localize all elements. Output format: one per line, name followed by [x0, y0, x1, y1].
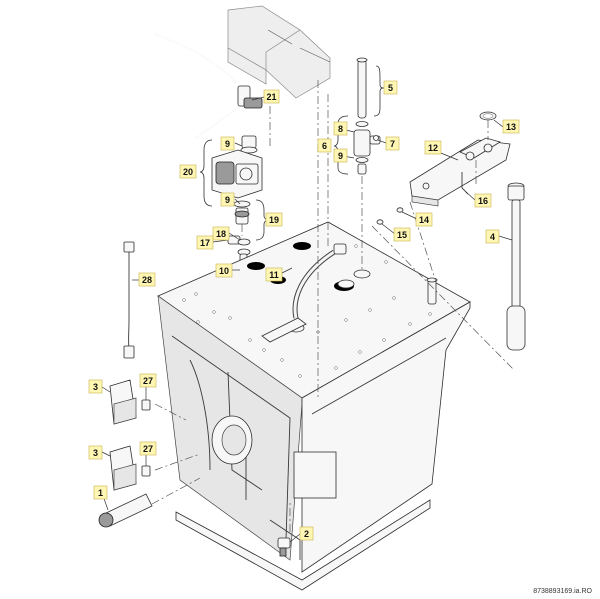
svg-text:12: 12 [428, 143, 438, 153]
svg-text:20: 20 [183, 167, 193, 177]
svg-text:4: 4 [490, 232, 495, 242]
svg-text:10: 10 [219, 266, 229, 276]
svg-text:5: 5 [388, 83, 393, 93]
side-parts [98, 379, 153, 528]
callout-c9a: 9 [333, 148, 348, 163]
svg-text:3: 3 [93, 382, 98, 392]
callout-c9c: 9 [220, 192, 235, 207]
svg-text:27: 27 [143, 376, 153, 386]
callout-c11: 11 [265, 267, 283, 282]
tank-body [157, 221, 471, 591]
svg-text:7: 7 [390, 139, 395, 149]
cable-harness [123, 241, 135, 359]
callout-c12: 12 [424, 140, 442, 155]
probe-rod [506, 182, 526, 351]
sensor-bracket [409, 111, 511, 207]
callout-c13: 13 [502, 119, 520, 134]
svg-text:28: 28 [142, 275, 152, 285]
svg-text:8: 8 [338, 124, 343, 134]
callout-c2: 2 [299, 526, 314, 541]
callout-c14: 14 [415, 212, 433, 227]
svg-text:9: 9 [225, 195, 230, 205]
svg-text:21: 21 [266, 92, 276, 102]
rod-assembly [353, 57, 381, 175]
callout-c1: 1 [93, 485, 108, 500]
svg-text:15: 15 [397, 230, 407, 240]
document-id: 8738893169.ia.RO [533, 588, 592, 595]
callout-c5: 5 [383, 80, 398, 95]
callout-c28: 28 [138, 272, 156, 287]
callout-c3b: 3 [88, 445, 103, 460]
svg-text:9: 9 [225, 139, 230, 149]
callout-c8: 8 [333, 121, 348, 136]
callout-c27a: 27 [139, 373, 157, 388]
svg-text:2: 2 [304, 529, 309, 539]
callout-c4: 4 [485, 229, 500, 244]
callout-c18: 18 [212, 226, 230, 241]
svg-text:14: 14 [419, 215, 429, 225]
callout-c21: 21 [263, 89, 280, 104]
callout-c7: 7 [385, 136, 400, 151]
svg-text:18: 18 [216, 229, 226, 239]
svg-text:13: 13 [506, 122, 516, 132]
svg-text:1: 1 [98, 488, 103, 498]
callout-c17: 17 [196, 235, 214, 250]
svg-text:27: 27 [143, 444, 153, 454]
svg-text:3: 3 [93, 448, 98, 458]
callout-c19: 19 [265, 212, 283, 227]
svg-text:16: 16 [478, 196, 488, 206]
callout-c3a: 3 [88, 379, 103, 394]
callout-c9b: 9 [220, 136, 235, 151]
callout-c20: 20 [179, 164, 197, 179]
svg-text:11: 11 [269, 270, 279, 280]
svg-text:17: 17 [200, 238, 210, 248]
alignment-lines [151, 80, 515, 532]
hose-pipe [154, 33, 263, 139]
o-rings [376, 207, 404, 225]
callout-c16: 16 [474, 193, 492, 208]
callout-c15: 15 [393, 227, 411, 242]
callout-c27b: 27 [139, 441, 157, 456]
svg-text:6: 6 [322, 141, 327, 151]
svg-text:19: 19 [269, 215, 279, 225]
callout-c10: 10 [215, 263, 233, 278]
top-cover-ghost [227, 5, 331, 99]
callout-c6: 6 [317, 138, 332, 153]
svg-text:9: 9 [338, 151, 343, 161]
pump-assembly [211, 135, 263, 225]
